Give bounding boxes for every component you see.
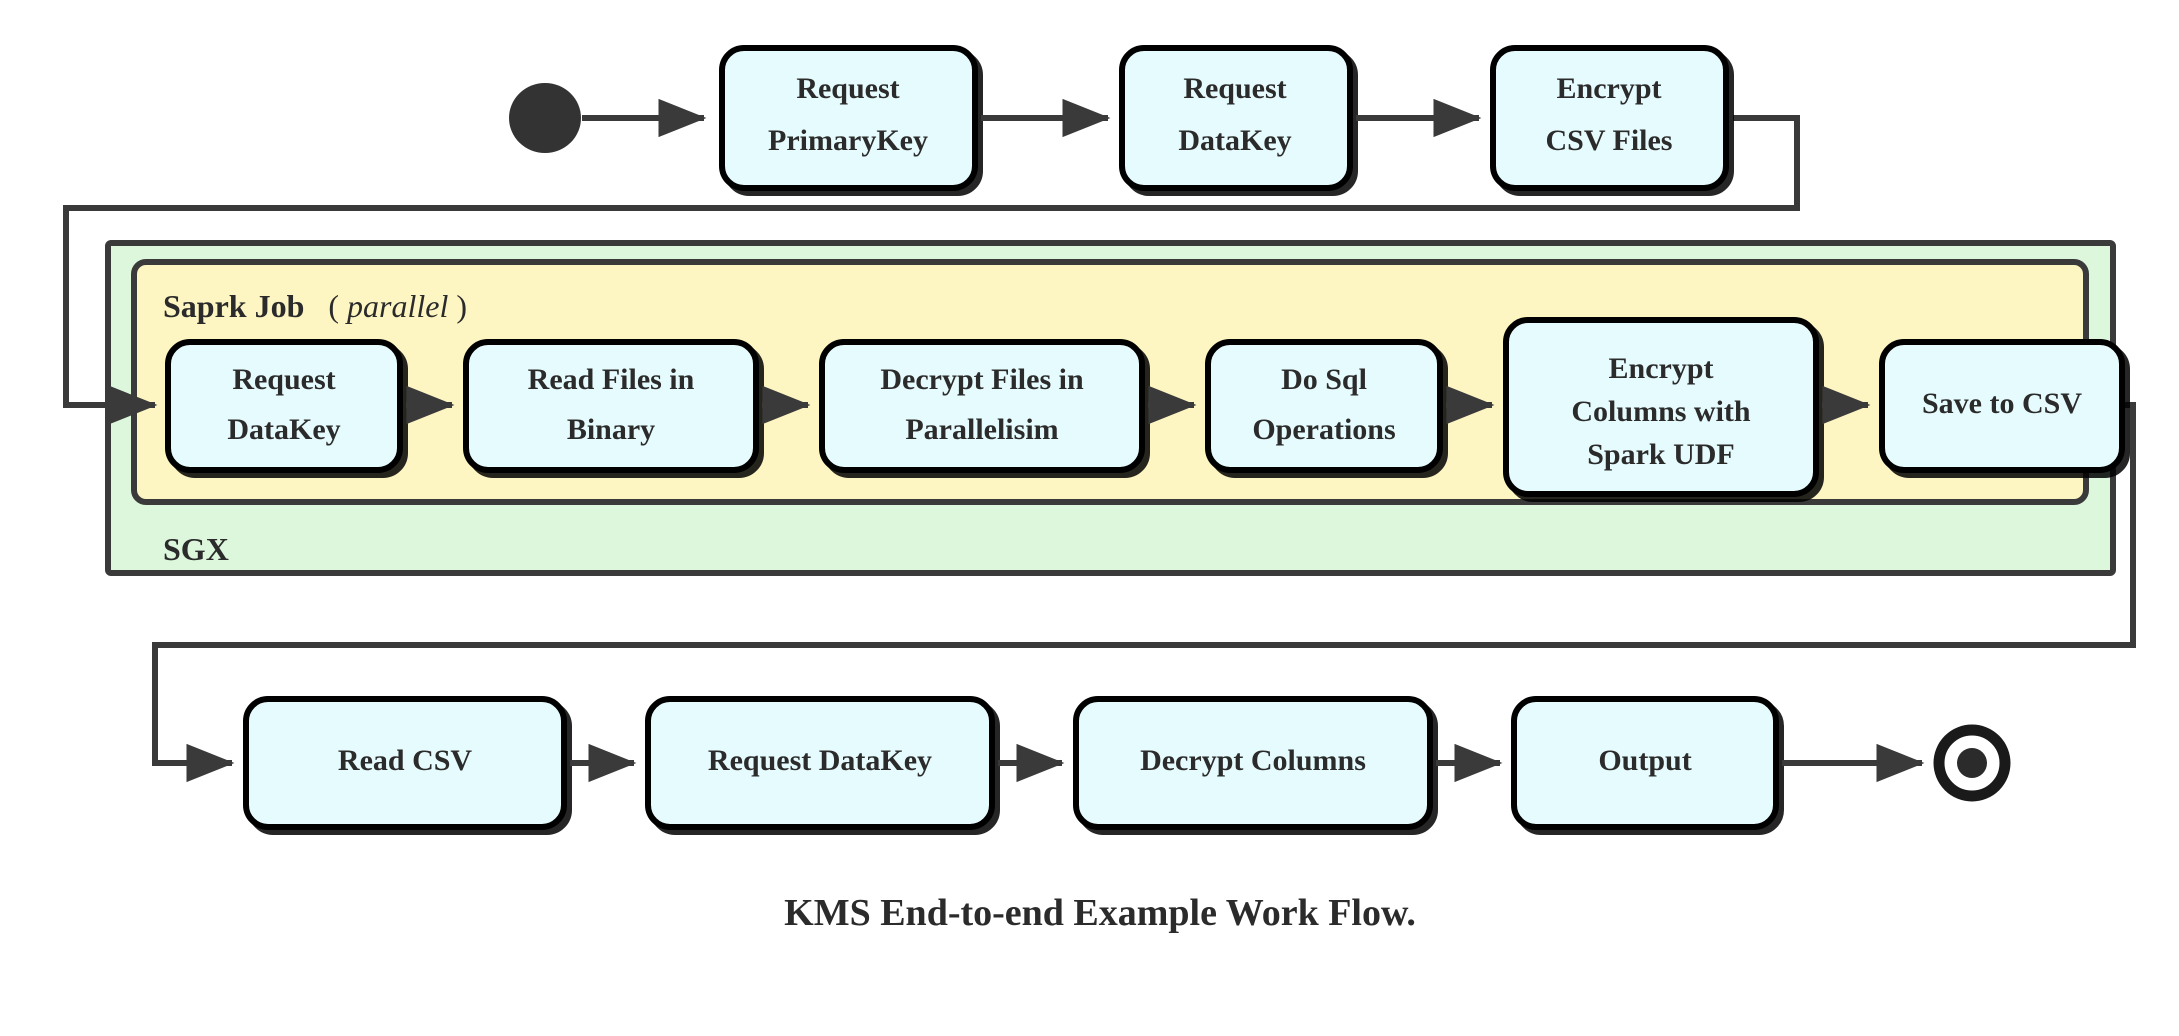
- diagram-caption: KMS End-to-end Example Work Flow.: [784, 892, 1416, 934]
- node-request-primarykey-box[interactable]: [719, 45, 978, 191]
- node-save-to-csv-box[interactable]: [1879, 339, 2125, 473]
- node-read-files-in-binary-box[interactable]: [463, 339, 759, 473]
- node-request-datakey-top[interactable]: Request DataKey: [1119, 45, 1353, 191]
- node-encrypt-columns-with-spark-udf[interactable]: Encrypt Columns with Spark UDF: [1503, 317, 1819, 497]
- node-request-datakey-top-box[interactable]: [1119, 45, 1353, 191]
- start-node-circle: [509, 83, 581, 153]
- node-read-csv-line-1: Read CSV: [338, 744, 473, 777]
- node-read-csv[interactable]: Read CSV: [243, 696, 567, 830]
- node-read-files-in-binary[interactable]: Read Files in Binary: [463, 339, 759, 473]
- node-request-datakey-bottom-box[interactable]: [645, 696, 995, 830]
- node-request-primarykey[interactable]: Request PrimaryKey: [719, 45, 978, 191]
- node-request-datakey-spark[interactable]: Request DataKey: [165, 339, 403, 473]
- node-save-to-csv[interactable]: Save to CSV: [1879, 339, 2125, 473]
- node-output[interactable]: Output: [1511, 696, 1779, 830]
- node-decrypt-columns[interactable]: Decrypt Columns: [1073, 696, 1433, 830]
- node-encrypt-csv-files-line-2: CSV Files: [1546, 124, 1673, 157]
- node-request-datakey-bottom-line-1: Request DataKey: [708, 744, 932, 777]
- routing-line-spark-to-bottom: [152, 402, 2136, 783]
- node-request-datakey-spark-box[interactable]: [165, 339, 403, 473]
- node-request-datakey-top-line-2: DataKey: [1178, 124, 1291, 157]
- node-encrypt-columns-line-2: Columns with: [1571, 395, 1751, 428]
- node-request-datakey-spark-line-1: Request: [232, 363, 335, 396]
- node-decrypt-columns-box[interactable]: [1073, 696, 1433, 830]
- node-request-primarykey-line-1: Request: [796, 72, 899, 105]
- node-request-datakey-top-line-1: Request: [1183, 72, 1286, 105]
- node-save-to-csv-line-1: Save to CSV: [1922, 387, 2082, 420]
- node-request-datakey-bottom[interactable]: Request DataKey: [645, 696, 995, 830]
- node-encrypt-csv-files-box[interactable]: [1490, 45, 1729, 191]
- end-node: [1933, 724, 2011, 802]
- node-do-sql-operations[interactable]: Do Sql Operations: [1205, 339, 1443, 473]
- node-request-datakey-spark-line-2: DataKey: [227, 413, 340, 446]
- node-decrypt-files-in-parallelisim-box[interactable]: [819, 339, 1145, 473]
- spark-job-container-label: Saprk Job ( parallel ): [163, 288, 467, 324]
- end-node-dot: [1957, 748, 1987, 778]
- node-encrypt-columns-line-1: Encrypt: [1609, 352, 1714, 385]
- node-do-sql-operations-line-1: Do Sql: [1281, 363, 1367, 396]
- node-read-csv-box[interactable]: [243, 696, 567, 830]
- node-encrypt-csv-files-line-1: Encrypt: [1557, 72, 1662, 105]
- node-read-files-in-binary-line-2: Binary: [567, 413, 655, 446]
- spark-job-label-italic: parallel: [345, 288, 448, 324]
- node-encrypt-csv-files[interactable]: Encrypt CSV Files: [1490, 45, 1729, 191]
- node-do-sql-operations-line-2: Operations: [1252, 413, 1395, 446]
- node-decrypt-files-in-parallelisim-line-2: Parallelisim: [905, 413, 1058, 446]
- node-decrypt-files-in-parallelisim[interactable]: Decrypt Files in Parallelisim: [819, 339, 1145, 473]
- edge-savecsv-to-readcsv: [152, 402, 2136, 783]
- routing-line-top-to-spark: [63, 115, 1800, 425]
- spark-job-label-main: Saprk Job: [163, 288, 304, 324]
- node-output-box[interactable]: [1511, 696, 1779, 830]
- node-decrypt-columns-line-1: Decrypt Columns: [1140, 744, 1366, 777]
- node-read-files-in-binary-line-1: Read Files in: [528, 363, 695, 396]
- node-decrypt-files-in-parallelisim-line-1: Decrypt Files in: [880, 363, 1084, 396]
- edge-encrypt-to-spark: [63, 115, 1800, 425]
- spark-job-label-close-paren: ): [456, 288, 467, 324]
- spark-job-label-open-paren: (: [328, 288, 339, 324]
- sgx-container-label: SGX: [163, 531, 229, 567]
- start-node: [509, 83, 581, 153]
- node-do-sql-operations-box[interactable]: [1205, 339, 1443, 473]
- node-encrypt-columns-line-3: Spark UDF: [1587, 438, 1735, 471]
- node-output-line-1: Output: [1598, 744, 1691, 777]
- node-encrypt-columns-with-spark-udf-box[interactable]: [1503, 317, 1819, 497]
- node-request-primarykey-line-2: PrimaryKey: [768, 124, 928, 157]
